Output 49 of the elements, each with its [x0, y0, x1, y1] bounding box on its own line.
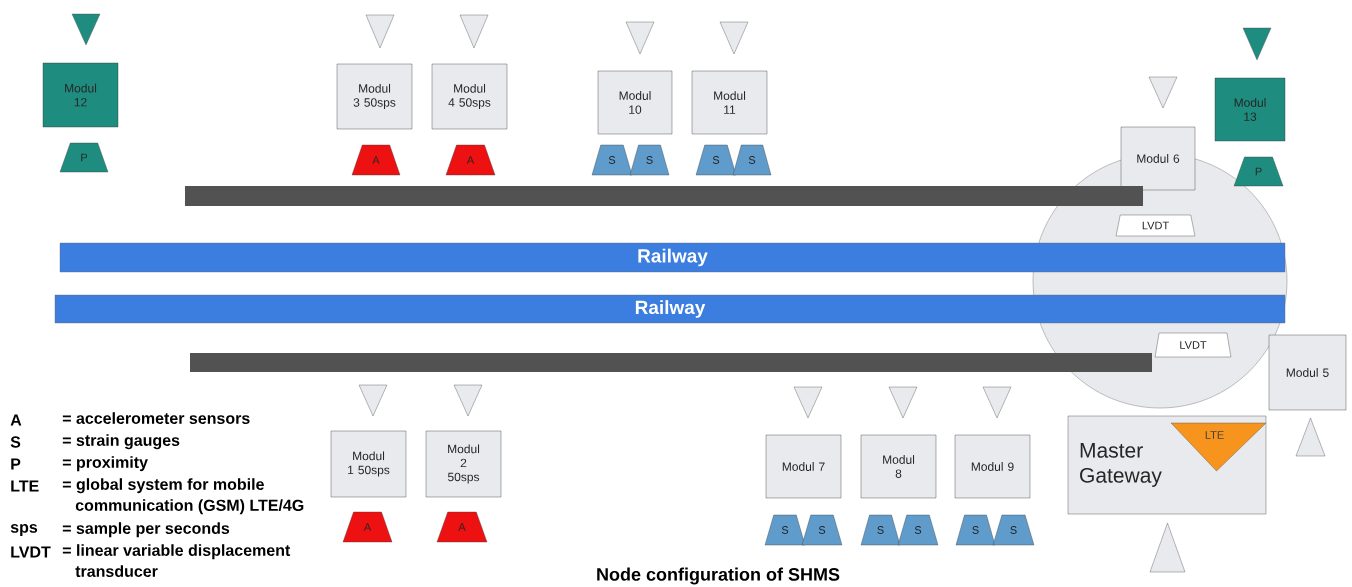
module-box: Modul 2 50sps: [425, 430, 502, 498]
sensor-trapezoid: S: [591, 144, 633, 176]
key-letter: A: [10, 414, 22, 426]
sensor-trapezoid: S: [732, 144, 772, 176]
key-definition: = proximity: [62, 456, 148, 472]
sensor-trapezoid: P: [1233, 156, 1284, 187]
sensor-trapezoid: A: [445, 144, 496, 176]
sensor-trapezoid: S: [860, 514, 901, 546]
sensor-trapezoid: A: [342, 511, 393, 543]
module-box: Modul 7: [765, 434, 842, 499]
sensor-trapezoid: S: [992, 514, 1035, 546]
key-definition: = global system for mobile communication (GSM) LTE/4G: [62, 478, 304, 515]
sensor-trapezoid: S: [629, 144, 670, 176]
sensor-trapezoid: S: [801, 514, 843, 546]
beam: [190, 353, 1152, 372]
key-definition: = linear variable displacement transducer: [62, 544, 291, 577]
sensor-trapezoid: S: [695, 144, 737, 176]
sensor-trapezoid: P: [59, 142, 109, 173]
key-letter: sps: [10, 524, 38, 536]
key-letter: S: [10, 436, 21, 448]
beam: [185, 186, 1143, 206]
module-box: Modul 10: [597, 70, 673, 135]
sensor-trapezoid: A: [351, 144, 401, 176]
sensor-trapezoid: S: [955, 514, 996, 546]
key-definition: = strain gauges: [62, 434, 180, 450]
railway-bar: Railway: [54, 294, 1286, 324]
module-box: Modul 4 50sps: [431, 63, 508, 130]
sensor-trapezoid: S: [764, 514, 806, 546]
key-definition: = accelerometer sensors: [62, 412, 250, 424]
module-box: Modul 9: [954, 434, 1031, 499]
module-box: Modul 11: [691, 70, 768, 135]
key-definition: = sample per seconds: [62, 522, 230, 538]
key-letter: LVDT: [11, 546, 51, 558]
lvdt-trapezoid: LVDT: [1154, 332, 1232, 358]
lte-triangle: LTE: [1170, 422, 1267, 472]
module-box: Modul 5: [1268, 334, 1347, 411]
key-letter: P: [11, 458, 21, 470]
module-box: Modul 12: [42, 62, 119, 128]
key-letter: LTE: [11, 480, 39, 492]
module-box: Modul 1 50sps: [330, 430, 407, 498]
module-box: Modul 8: [860, 434, 937, 499]
railway-bar: Railway: [59, 242, 1286, 273]
module-box: Modul 13: [1214, 77, 1286, 142]
sensor-trapezoid: S: [897, 514, 939, 546]
caption: Node configuration of SHMS: [597, 567, 840, 585]
sensor-trapezoid: A: [436, 511, 488, 543]
module-box: Modul 3 50sps: [336, 63, 413, 130]
lvdt-trapezoid: LVDT: [1115, 214, 1196, 237]
module-box: Modul 6: [1120, 126, 1196, 191]
